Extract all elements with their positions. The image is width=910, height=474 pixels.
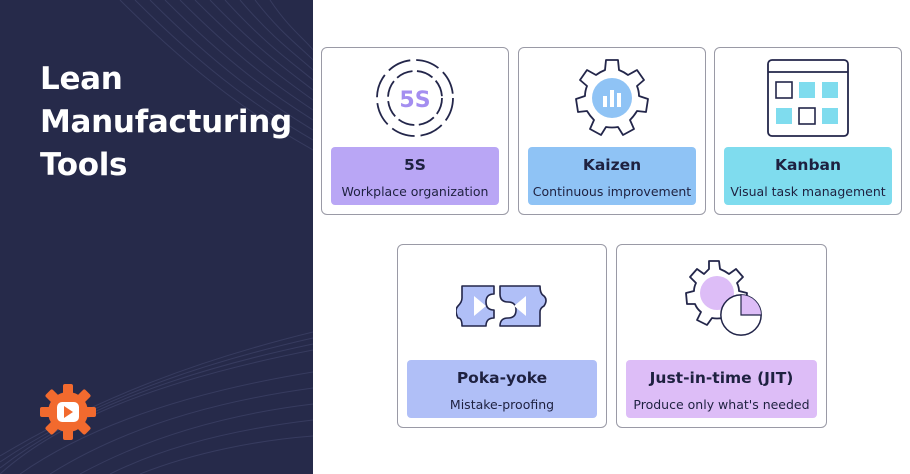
page-title: Lean Manufacturing Tools	[40, 58, 292, 187]
tool-name: 5S	[404, 156, 426, 174]
tool-label-jit: Just-in-time (JIT) Produce only what's n…	[626, 360, 817, 418]
play-gear-icon	[40, 384, 96, 440]
gear-chart-icon	[575, 59, 649, 136]
tool-name: Just-in-time (JIT)	[649, 369, 794, 387]
tool-card-poka-yoke: Poka-yoke Mistake-proofing	[397, 244, 607, 428]
gear-pie-icon	[684, 260, 762, 336]
tool-label-kanban: Kanban Visual task management	[724, 147, 892, 205]
title-line-2: Manufacturing	[40, 104, 292, 140]
tool-card-jit: Just-in-time (JIT) Produce only what's n…	[616, 244, 827, 428]
title-line-3: Tools	[40, 147, 128, 183]
puzzle-icon	[456, 285, 547, 327]
5s-ring-icon: 5S	[376, 59, 454, 137]
main-content: 5S 5S Workplace organization Kaizen Cont…	[313, 0, 910, 474]
tool-name: Poka-yoke	[456, 369, 548, 387]
tool-desc: Visual task management	[730, 184, 886, 199]
tool-name: Kaizen	[582, 156, 642, 174]
tool-desc: Mistake-proofing	[449, 397, 555, 412]
kanban-board-icon	[767, 59, 849, 137]
tool-desc: Produce only what's needed	[633, 397, 810, 412]
title-line-1: Lean	[40, 61, 123, 97]
tool-label-kaizen: Kaizen Continuous improvement	[528, 147, 696, 205]
wave-pattern	[0, 0, 313, 474]
tool-label-poka-yoke: Poka-yoke Mistake-proofing	[407, 360, 597, 418]
tool-card-5s: 5S 5S Workplace organization	[321, 47, 509, 215]
tool-label-5s: 5S Workplace organization	[331, 147, 499, 205]
5s-icon-text: 5S	[399, 88, 430, 113]
tool-card-kaizen: Kaizen Continuous improvement	[518, 47, 706, 215]
tool-desc: Workplace organization	[341, 184, 489, 199]
tool-card-kanban: Kanban Visual task management	[714, 47, 902, 215]
sidebar: Lean Manufacturing Tools	[0, 0, 313, 474]
tool-desc: Continuous improvement	[532, 184, 692, 199]
tool-name: Kanban	[774, 156, 842, 174]
